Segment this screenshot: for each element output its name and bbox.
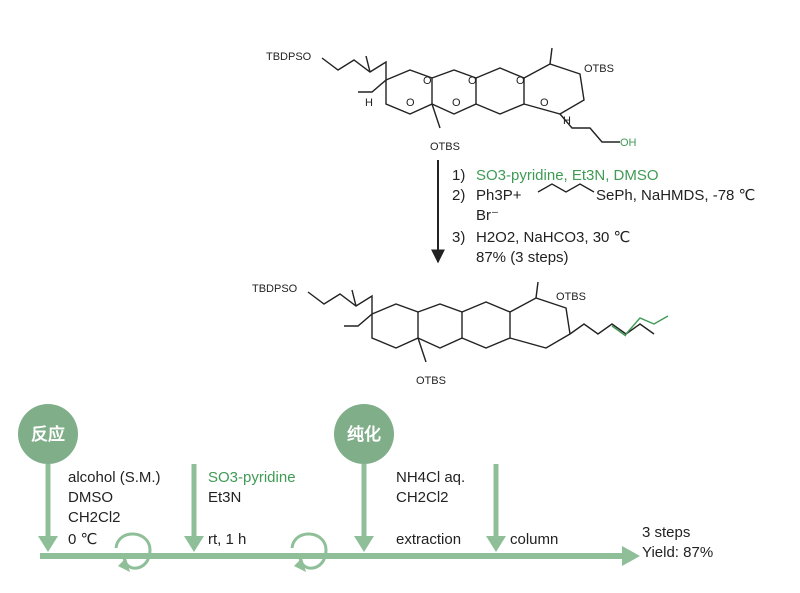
add1-line: 0 ℃ (68, 531, 97, 548)
condition-step3-num: 3) (452, 229, 465, 246)
stage-label-purification: 纯化 (347, 424, 381, 445)
stage-circle-reaction (18, 404, 78, 464)
condition-step1-num: 1) (452, 167, 465, 184)
sm-ring-oxygen: O (452, 97, 461, 109)
sm-ring-oxygen: O (468, 75, 477, 87)
result-line1: 3 steps (642, 524, 690, 541)
product-right-group: OTBS (556, 291, 586, 303)
add2-time: rt, 1 h (208, 531, 246, 548)
condition-step2-reagent-a: Ph3P+ (476, 187, 522, 204)
add1-line: DMSO (68, 489, 113, 506)
sm-right-group: OTBS (584, 63, 614, 75)
sm-ring-oxygen: O (516, 75, 525, 87)
column-label: column (510, 531, 558, 548)
condition-chain-bond (537, 183, 595, 193)
feed-arrowhead (486, 536, 506, 552)
stir-icon (114, 532, 152, 570)
product-left-group: TBDPSO (252, 283, 298, 295)
condition-step2-num: 2) (452, 187, 465, 204)
timeline-arrowhead (622, 546, 640, 566)
condition-step2-counterion: Br⁻ (476, 207, 499, 224)
stage-label-reaction: 反应 (31, 424, 65, 445)
product-bottom-group: OTBS (416, 375, 446, 387)
sm-ring-oxygen: O (540, 97, 549, 109)
sm-terminal-oh: OH (620, 137, 637, 149)
extraction-label: extraction (396, 531, 461, 548)
add2-line1: SO3-pyridine (208, 469, 296, 486)
stir-icon-head (294, 558, 306, 572)
result-line2: Yield: 87% (642, 544, 713, 561)
stir-icon (290, 532, 328, 570)
condition-step1-text: SO3-pyridine, Et3N, DMSO (476, 167, 659, 184)
condition-yield: 87% (3 steps) (476, 249, 569, 266)
add1-line: CH2Cl2 (68, 509, 121, 526)
sm-bottom-group: OTBS (430, 141, 460, 153)
feed-arrows (45, 464, 499, 538)
sm-ring-oxygen: O (423, 75, 432, 87)
sm-ring-h: H (563, 115, 571, 127)
stir-icon-head (118, 558, 130, 572)
feed-arrowhead (354, 536, 374, 552)
feed-arrowhead (38, 536, 58, 552)
condition-step2-reagent-b: SePh, NaHMDS, -78 ℃ (596, 187, 755, 204)
sm-left-group: TBDPSO (266, 51, 312, 63)
sm-ring-oxygen: O (406, 97, 415, 109)
workup-line: NH4Cl aq. (396, 469, 465, 486)
starting-material-structure (321, 47, 620, 143)
product-structure (307, 281, 669, 363)
workup-line: CH2Cl2 (396, 489, 449, 506)
feed-arrowhead (184, 536, 204, 552)
condition-step3-text: H2O2, NaHCO3, 30 ℃ (476, 229, 630, 246)
add1-line: alcohol (S.M.) (68, 469, 161, 486)
sm-ring-h: H (365, 97, 373, 109)
add2-line2: Et3N (208, 489, 241, 506)
stage-circle-purification (334, 404, 394, 464)
